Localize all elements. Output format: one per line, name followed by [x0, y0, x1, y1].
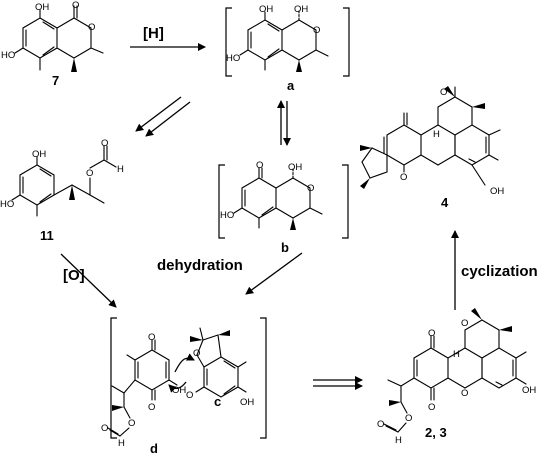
- structure-compound-7: OH O O HO: [1, 0, 104, 72]
- compound-label-2-3: 2, 3: [425, 425, 447, 440]
- structure-intermediate-c-d: O O OH O O H O O OH: [101, 317, 267, 449]
- compound-label-7: 7: [52, 73, 59, 88]
- step-cyclization-label: cyclization: [461, 263, 538, 280]
- atom-label: O: [461, 318, 468, 329]
- step-dehydration-label: dehydration: [157, 257, 243, 274]
- structure-compound-4: H O O OH: [360, 86, 504, 197]
- structure-compound-a: OH OH O HO: [225, 4, 350, 77]
- atom-label: O: [86, 168, 93, 179]
- atom-label: H: [453, 349, 460, 360]
- atom-label: HO: [220, 210, 234, 221]
- atom-label: O: [313, 25, 320, 36]
- atom-label: O: [101, 138, 108, 149]
- atom-label: OH: [522, 385, 536, 396]
- atom-label: OH: [32, 149, 46, 160]
- atom-label: H: [118, 438, 125, 449]
- reagent-oxidation-label: [O]: [63, 267, 85, 284]
- atom-label: O: [256, 160, 263, 171]
- atom-label: HO: [1, 50, 15, 61]
- atom-label: O: [193, 348, 200, 359]
- atom-label: O: [88, 22, 95, 33]
- atom-label: OH: [259, 4, 273, 15]
- compound-label-d: d: [150, 441, 158, 456]
- atom-label: H: [117, 164, 124, 175]
- arrow-dehydration: [245, 252, 303, 295]
- compound-label-b: b: [281, 240, 289, 255]
- atom-label: O: [307, 183, 314, 194]
- arrow-oxidation: [60, 253, 117, 308]
- atom-label: H: [433, 129, 440, 140]
- atom-label: O: [400, 172, 407, 183]
- compound-label-11: 11: [40, 228, 54, 243]
- atom-label: O: [428, 402, 435, 413]
- compound-label-c: c: [214, 394, 221, 409]
- atom-label: OH: [490, 186, 504, 197]
- atom-label: OH: [35, 2, 49, 13]
- arrow-to-11-second: [135, 96, 182, 132]
- atom-label: O: [461, 388, 468, 399]
- reagent-reduction-label: [H]: [143, 25, 164, 42]
- structure-compound-2-3: O O O H OH O O O H: [377, 308, 536, 446]
- structure-compound-11: OH HO O O H: [0, 138, 124, 217]
- atom-label: OH: [294, 4, 308, 15]
- atom-label: OH: [240, 397, 254, 408]
- atom-label: OH: [172, 385, 186, 396]
- atom-label: O: [186, 390, 193, 401]
- atom-label: O: [101, 423, 108, 434]
- structure-compound-b: O OH O HO: [218, 160, 349, 239]
- compound-label-a: a: [287, 78, 295, 93]
- atom-label: H: [395, 435, 402, 446]
- atom-label: O: [405, 413, 412, 424]
- atom-label: HO: [226, 53, 240, 64]
- atom-label: O: [440, 87, 447, 98]
- atom-label: O: [377, 419, 384, 430]
- atom-label: O: [148, 332, 155, 343]
- atom-label: OH: [288, 162, 302, 173]
- atom-label: O: [72, 0, 79, 11]
- atom-label: O: [148, 402, 155, 413]
- compound-label-4: 4: [441, 195, 449, 210]
- arrow-to-11: [145, 101, 191, 137]
- atom-label: HO: [0, 199, 14, 210]
- atom-label: O: [128, 418, 135, 429]
- atom-label: O: [428, 328, 435, 339]
